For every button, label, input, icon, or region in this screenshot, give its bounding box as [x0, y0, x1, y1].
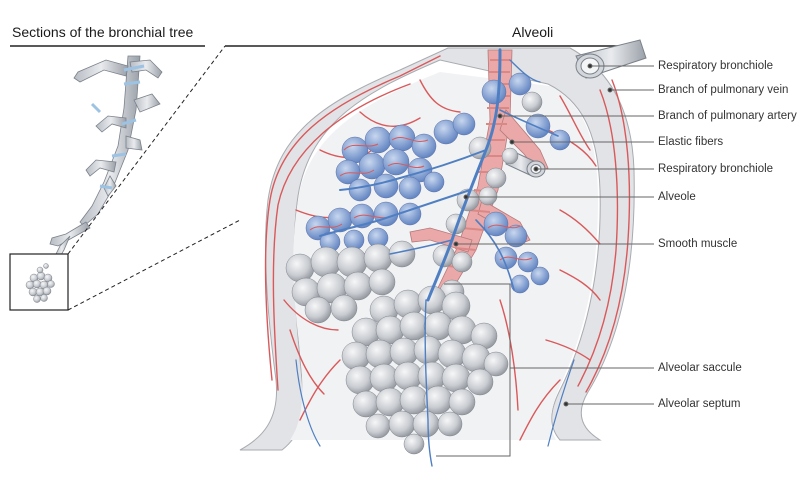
alveoli-title: Alveoli: [512, 24, 554, 40]
label-leaders: [436, 63, 654, 457]
label-elastic-fibers: Elastic fibers: [658, 136, 724, 148]
label-alveolar-septum: Alveolar septum: [658, 398, 741, 410]
alveoli-left-cluster: [285, 240, 416, 324]
label-alveole: Alveole: [658, 191, 696, 203]
pulmonary-artery-branches: [295, 48, 575, 467]
capillary-alveoli-cluster: [305, 72, 571, 294]
pulmonary-vein-network: [264, 55, 631, 441]
label-pulmonary-artery-branch: Branch of pulmonary artery: [658, 110, 797, 122]
label-respiratory-bronchiole-top: Respiratory bronchiole: [658, 60, 774, 72]
capillary-red-overlay: [309, 136, 533, 261]
label-alveolar-saccule: Alveolar saccule: [658, 362, 742, 374]
bronchial-tree: [49, 55, 163, 261]
inset-alveoli: [25, 263, 55, 303]
label-smooth-muscle: Smooth muscle: [658, 238, 738, 250]
zoom-line-top: [67, 45, 226, 255]
bronchial-tree-title: Sections of the bronchial tree: [12, 24, 194, 40]
septum-outline: [239, 47, 635, 451]
alveolar-saccule: [341, 285, 509, 455]
zoom-line-bottom: [67, 219, 241, 311]
label-pulmonary-vein-branch: Branch of pulmonary vein: [658, 84, 789, 96]
label-respiratory-bronchiole-mid: Respiratory bronchiole: [658, 163, 774, 175]
